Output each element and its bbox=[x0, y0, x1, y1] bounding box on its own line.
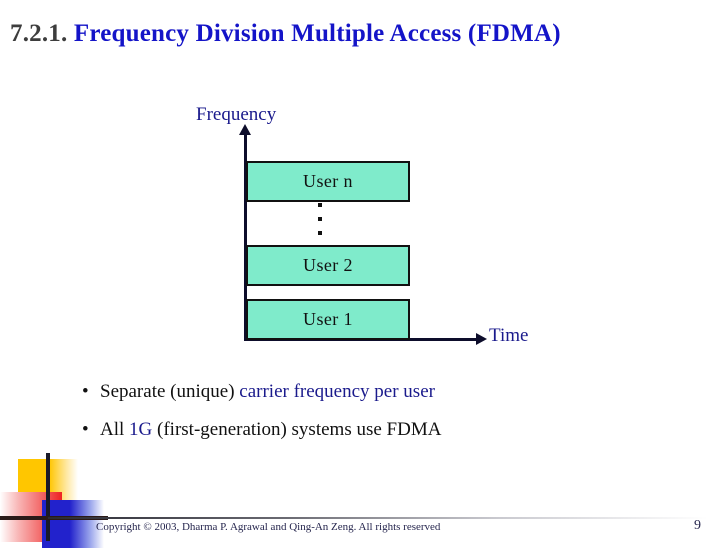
bullet-segment: All bbox=[100, 419, 130, 440]
decoration-blue-square bbox=[42, 500, 104, 548]
bullet-list: • Separate (unique) carrier frequency pe… bbox=[82, 381, 682, 457]
bullet-segment-highlight: 1G bbox=[129, 419, 153, 440]
y-axis-label-frequency: Frequency bbox=[196, 104, 277, 125]
footer-divider bbox=[48, 517, 708, 519]
x-axis-label-time: Time bbox=[489, 325, 529, 346]
page-number: 9 bbox=[694, 518, 701, 533]
channel-bar-user-1: User 1 bbox=[246, 299, 410, 340]
decoration-vertical-line bbox=[46, 453, 50, 541]
y-axis-line bbox=[244, 133, 247, 341]
bullet-segment-highlight: carrier frequency per user bbox=[239, 381, 435, 402]
channel-bar-user-2: User 2 bbox=[246, 245, 410, 286]
title-main-text: Frequency Division Multiple Access (FDMA… bbox=[73, 20, 561, 47]
bullet-text: Separate (unique) carrier frequency per … bbox=[100, 381, 435, 403]
bullet-dot-icon: • bbox=[82, 419, 89, 440]
y-axis-arrow-icon bbox=[239, 124, 251, 135]
bullet-segment: (first-generation) systems use FDMA bbox=[152, 419, 442, 440]
channel-bar-user-n: User n bbox=[246, 161, 410, 202]
page-title: 7.2.1. Frequency Division Multiple Acces… bbox=[10, 20, 716, 48]
title-section-number: 7.2.1. bbox=[10, 20, 68, 47]
list-item: • Separate (unique) carrier frequency pe… bbox=[82, 381, 682, 403]
bullet-dot-icon: • bbox=[82, 381, 89, 402]
bullet-segment: Separate (unique) bbox=[100, 381, 240, 402]
bullet-text: All 1G (first-generation) systems use FD… bbox=[100, 419, 441, 441]
list-item: • All 1G (first-generation) systems use … bbox=[82, 419, 682, 441]
vertical-ellipsis-icon bbox=[313, 203, 327, 235]
copyright-notice: Copyright © 2003, Dharma P. Agrawal and … bbox=[96, 521, 441, 533]
x-axis-arrow-icon bbox=[476, 333, 487, 345]
